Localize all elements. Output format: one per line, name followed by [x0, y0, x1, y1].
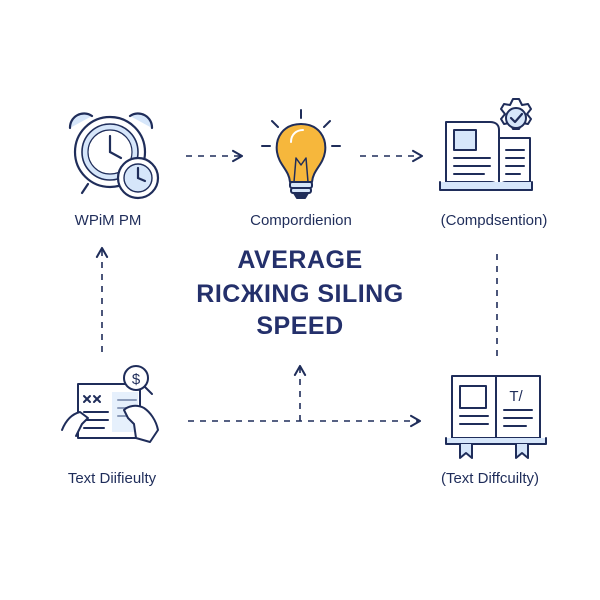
document-magnifier-icon: $	[61, 365, 159, 443]
svg-text:T/: T/	[509, 388, 523, 405]
svg-text:$: $	[132, 371, 141, 388]
title-line-1: AVERAGE	[237, 246, 363, 274]
book-gear-icon	[439, 98, 533, 191]
label-book-bookmarks: (Text Diffcuilty)	[440, 470, 540, 487]
alarm-clock-icon	[68, 112, 160, 200]
title-line-2: RIСЖING SILING	[196, 280, 404, 308]
label-book-gear: (Compdsention)	[440, 212, 548, 229]
title-line-3: SPEED	[256, 312, 344, 340]
connectors	[95, 149, 498, 428]
label-clock: WPiM PM	[74, 212, 142, 229]
light-bulb-icon	[261, 109, 341, 199]
label-hand-doc: Text Diifieulty	[67, 470, 157, 487]
label-bulb: Compordienion	[250, 212, 352, 229]
book-bookmarks-icon: T/	[445, 375, 547, 459]
